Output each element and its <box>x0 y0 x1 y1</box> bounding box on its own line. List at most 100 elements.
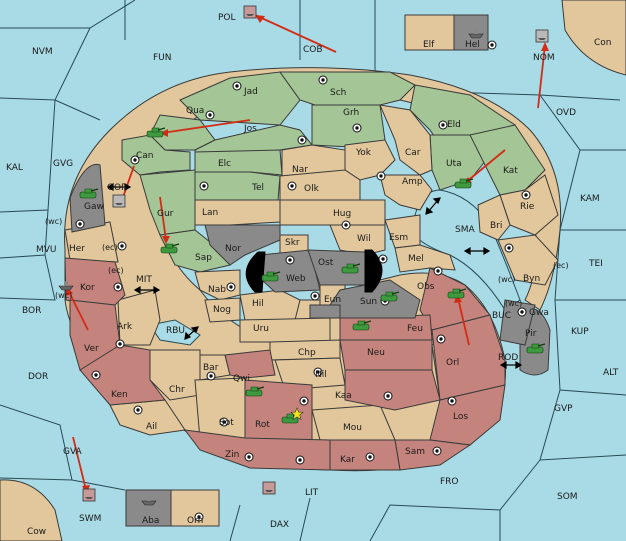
label-tel: Tel <box>251 183 264 193</box>
label-esm: Esm <box>389 233 408 243</box>
label-gvp: GVP <box>554 404 573 414</box>
province-amp[interactable] <box>379 174 433 211</box>
tank-icon[interactable] <box>341 263 361 274</box>
province-nab[interactable] <box>194 269 241 301</box>
label-gva: GVA <box>63 447 83 457</box>
label-gaw: Gaw <box>84 202 104 212</box>
label-amp: Amp <box>402 177 423 187</box>
label-can: Can <box>136 151 154 161</box>
tank-icon[interactable] <box>352 320 372 331</box>
label-dor: DOR <box>28 372 48 382</box>
tank-icon[interactable] <box>447 288 467 299</box>
province-car[interactable] <box>379 104 433 176</box>
label-qua: Qua <box>186 106 204 116</box>
label-elc: Elc <box>218 159 231 169</box>
label-nil: Nil <box>315 370 327 380</box>
tank-icon[interactable] <box>79 188 99 199</box>
province-sot[interactable] <box>194 377 246 441</box>
label-rie: Rie <box>520 202 535 212</box>
label-sma: SMA <box>455 225 475 235</box>
province-kar[interactable] <box>329 439 401 471</box>
province-elf[interactable] <box>404 14 455 51</box>
label-alt: ALT <box>603 368 619 378</box>
label-mvu: MVU <box>36 245 57 255</box>
province-elc[interactable] <box>194 149 283 176</box>
ship-icon[interactable] <box>141 496 157 506</box>
label-los: Los <box>453 412 468 422</box>
label-nab: Nab <box>208 285 226 295</box>
label-ken: Ken <box>111 390 128 400</box>
black-lake-east <box>364 249 383 293</box>
province-wil[interactable] <box>329 224 386 256</box>
label-ail: Ail <box>146 422 157 432</box>
label-kup: KUP <box>571 327 589 337</box>
ship-icon[interactable] <box>243 5 257 19</box>
ship-icon[interactable] <box>468 29 484 39</box>
province-olk[interactable] <box>279 169 361 201</box>
label-kar: Kar <box>340 455 355 465</box>
svg-text:(ec): (ec) <box>102 243 118 252</box>
label-aba: Aba <box>142 516 159 526</box>
tank-icon[interactable] <box>454 178 474 189</box>
label-nog: Nog <box>213 305 231 315</box>
label-lit: LIT <box>305 488 319 498</box>
label-hel: Hel <box>465 40 480 50</box>
label-ost: Ost <box>318 258 334 268</box>
label-gor: GOR <box>107 183 127 193</box>
province-ark[interactable] <box>117 289 161 346</box>
tank-icon[interactable] <box>245 386 265 397</box>
label-ark: Ark <box>117 322 133 332</box>
label-eun: Eun <box>324 295 341 305</box>
svg-text:(wc): (wc) <box>505 299 522 308</box>
label-rbu: RBU <box>166 326 185 336</box>
province-sch[interactable] <box>279 71 416 106</box>
label-feu: Feu <box>407 324 423 334</box>
tank-icon[interactable] <box>380 291 400 302</box>
label-ovd: OVD <box>556 108 576 118</box>
ship-icon[interactable] <box>262 481 276 495</box>
supply-centers <box>75 40 531 522</box>
province-nor[interactable] <box>204 224 281 266</box>
tank-icon[interactable] <box>146 127 166 138</box>
rbu-sea <box>149 319 201 346</box>
province-hel[interactable] <box>453 14 489 51</box>
label-eld: Eld <box>447 120 461 130</box>
label-gvg: GVG <box>53 159 73 169</box>
province-mel[interactable] <box>394 244 456 273</box>
province-qwi[interactable] <box>224 349 276 379</box>
tank-icon[interactable] <box>160 243 180 254</box>
label-mou: Mou <box>343 423 362 433</box>
ship-icon[interactable] <box>58 281 74 291</box>
province-cow[interactable] <box>0 479 63 541</box>
province-neu[interactable] <box>339 339 433 371</box>
label-dax: DAX <box>270 520 289 530</box>
svg-text:(wc): (wc) <box>55 291 72 300</box>
label-con: Con <box>594 38 612 48</box>
province-kaa[interactable] <box>344 369 441 411</box>
label-cob: COB <box>303 45 323 55</box>
black-lake-west <box>245 251 266 293</box>
label-fro: FRO <box>440 477 459 487</box>
label-buc: BUC <box>492 311 511 321</box>
ship-icon[interactable] <box>82 488 96 502</box>
label-hug: Hug <box>333 209 351 219</box>
label-uta: Uta <box>446 159 462 169</box>
label-nom: NOM <box>533 53 555 63</box>
ship-icon[interactable] <box>112 194 126 208</box>
tank-icon[interactable] <box>526 343 546 354</box>
province-lan[interactable] <box>194 199 281 226</box>
coast-labels: (wc) (ec) (ec) (wc) (wc) (ec) (wc) <box>45 217 569 308</box>
label-elf: Elf <box>423 40 435 50</box>
tank-icon[interactable] <box>261 271 281 282</box>
units <box>58 5 549 506</box>
province-orl[interactable] <box>431 314 506 401</box>
province-bri[interactable] <box>477 194 511 241</box>
ship-icon[interactable] <box>535 29 549 43</box>
label-kaa: Kaa <box>335 391 352 401</box>
label-yok: Yok <box>355 148 372 158</box>
province-orn[interactable] <box>170 489 220 527</box>
label-sap: Sap <box>195 253 212 263</box>
svg-text:(wc): (wc) <box>498 275 515 284</box>
label-nor: Nor <box>225 244 241 254</box>
sea-labels: POL NVM FUN COB NOM Con OVD KAL GVG MVU … <box>6 13 619 537</box>
